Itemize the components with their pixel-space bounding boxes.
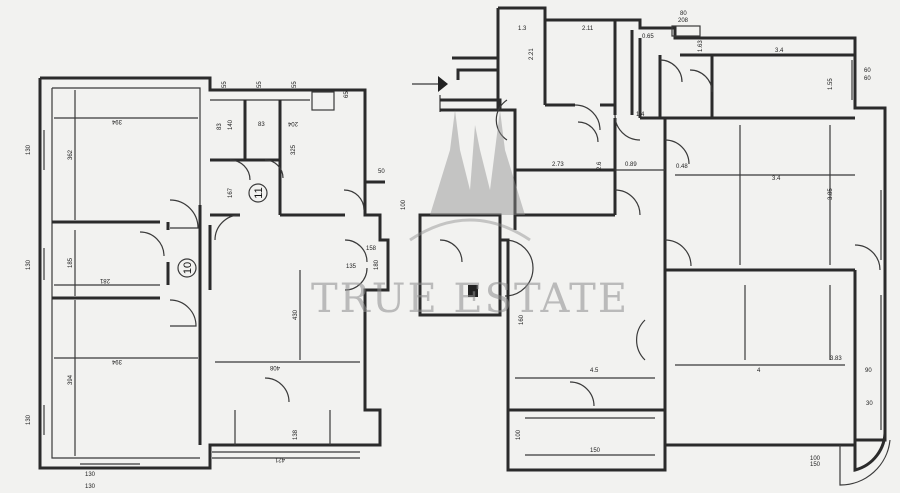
dimension-label: 208 [678, 18, 689, 24]
dimension-label: 55 [257, 81, 263, 88]
watermark-text: TRUE ESTATE [311, 276, 629, 322]
dimension-label: 394 [68, 374, 74, 385]
dimension-label: 55 [222, 81, 228, 88]
dimension-label: 3.83 [830, 356, 842, 362]
dimension-label: 65 [344, 91, 350, 98]
dimension-label: 2.6 [597, 161, 603, 170]
dimension-label: 100 [401, 199, 407, 210]
dimension-label: 1.55 [828, 78, 834, 90]
dimension-label: 2.11 [582, 26, 594, 32]
dimension-label: 83 [217, 123, 223, 130]
dimension-label: 158 [366, 246, 377, 252]
dimension-label: 2.21 [529, 48, 535, 60]
dimension-label: 0.65 [642, 34, 654, 40]
watermark-logo [409, 110, 531, 242]
dimension-label: 1.63 [698, 40, 704, 52]
dimension-label: 60 [864, 76, 871, 82]
right-apartment [495, 6, 891, 486]
dimension-label: 100 [516, 429, 522, 440]
dimension-label: 130 [26, 144, 32, 155]
dimension-label: 150 [810, 462, 821, 468]
dimension-label: 130 [26, 414, 32, 425]
dimension-label: 362 [68, 149, 74, 160]
north-arrow-icon [412, 56, 502, 112]
dimension-label: 281 [99, 277, 110, 283]
dimension-label: 60 [864, 68, 871, 74]
dimension-label: 421 [274, 456, 285, 462]
dimension-label: 185 [68, 257, 74, 268]
dimension-label: 135 [346, 264, 357, 270]
dimension-label: 4.5 [590, 368, 599, 374]
dimension-label: 140 [228, 119, 234, 130]
dimension-label: 3.85 [828, 188, 834, 200]
dimension-labels: 394 362 185 281 394 394 130 130 130 130 … [26, 11, 873, 490]
dimension-label: 83 [258, 122, 265, 128]
dimension-label: 204 [287, 120, 298, 126]
dimension-label: 55 [292, 81, 298, 88]
dimension-label: 394 [111, 118, 122, 124]
dimension-label: 130 [85, 484, 96, 490]
dimension-label: 130 [26, 259, 32, 270]
dimension-label: 0.48 [676, 164, 688, 170]
dimension-label: 138 [293, 429, 299, 440]
dimension-label: 325 [291, 144, 297, 155]
dimension-label: 150 [590, 448, 601, 454]
left-apartment: 11 10 [38, 76, 390, 470]
dimension-label: 3.4 [772, 176, 781, 182]
dimension-label: 394 [111, 358, 122, 364]
dimension-label: 2.73 [552, 162, 564, 168]
dimension-label: 0.89 [625, 162, 637, 168]
dimension-label: 4 [757, 368, 761, 374]
room-label-11: 11 [253, 187, 265, 198]
dimension-label: 180 [374, 259, 380, 270]
dimension-label: 430 [293, 309, 299, 320]
room-label-10: 10 [182, 262, 194, 274]
dimension-label: 50 [378, 169, 385, 175]
dimension-label: 3.4 [775, 48, 784, 54]
dimension-label: 408 [269, 364, 280, 370]
dimension-label: 1.3 [518, 26, 527, 32]
dimension-label: 30 [866, 401, 873, 407]
dimension-label: 130 [85, 472, 96, 478]
dimension-label: 167 [228, 187, 234, 198]
dimension-label: 160 [519, 314, 525, 325]
dimension-label: 100 [810, 456, 821, 462]
dimension-label: 80 [680, 11, 687, 17]
dimension-label: 90 [865, 368, 872, 374]
dimension-label: 1.4 [636, 112, 645, 118]
stairwell [418, 213, 534, 317]
